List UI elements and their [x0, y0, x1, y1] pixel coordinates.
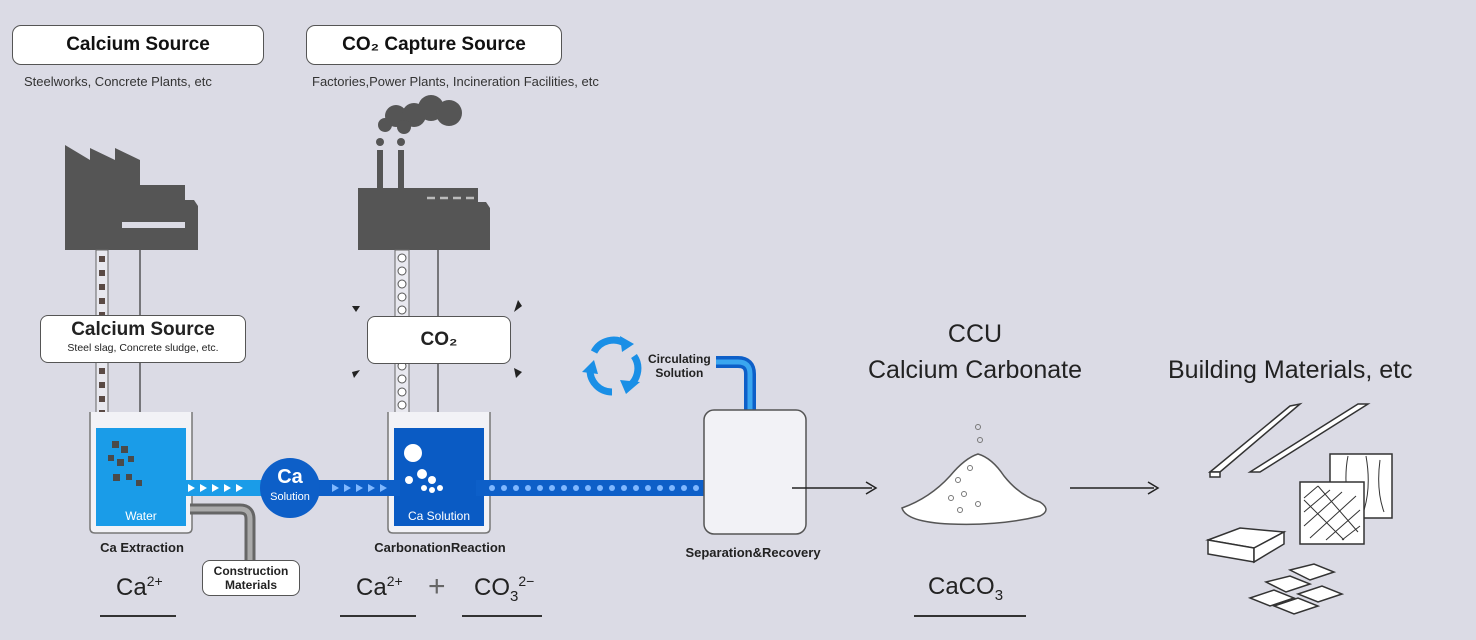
caco3-underline — [914, 615, 1026, 617]
ca-ion-base: Ca — [116, 574, 147, 601]
caco3-sub: 3 — [994, 586, 1004, 604]
carbonate-formula: CO32− — [474, 573, 534, 605]
ca-solution-symbol: Ca — [277, 466, 303, 488]
extraction-tank-label: Water — [125, 509, 157, 523]
extraction-tank — [89, 412, 193, 534]
building-materials-icon — [1205, 402, 1393, 615]
carbonate-underline — [462, 615, 542, 617]
ca-ion-formula-2: Ca2+ — [356, 573, 403, 602]
circulating-line1: Circulating — [648, 352, 711, 366]
construction-materials-box: Construction Materials — [202, 560, 300, 596]
ca-solution-label: Solution — [270, 491, 310, 503]
circulating-pipe — [716, 356, 756, 412]
ca-solution-pipe — [178, 480, 270, 496]
calcium-carbonate-title: Calcium Carbonate — [868, 356, 1082, 384]
plus-sign: + — [428, 570, 446, 603]
ca-ion-charge: 2+ — [146, 573, 163, 589]
circulating-solution-label: Circulating Solution — [648, 352, 711, 380]
ca-ion-formula: Ca2+ — [116, 573, 163, 602]
co2-sparkle-marks — [352, 300, 522, 378]
co2-capture-source-label: CO₂ Capture Source — [306, 25, 562, 65]
separation-tank — [703, 409, 807, 535]
calcium-source-subtitle: Steelworks, Concrete Plants, etc — [24, 74, 212, 89]
co2-input-box: CO₂ — [367, 316, 511, 364]
power-plant-factory-icon — [358, 95, 490, 250]
calcium-material-box: Calcium Source Steel slag, Concrete slud… — [40, 315, 246, 363]
flow-arrows — [792, 481, 1160, 495]
caco3-base: CaCO — [928, 573, 995, 600]
carbonation-caption: CarbonationReaction — [374, 540, 506, 555]
carbonate-base: CO — [474, 574, 510, 601]
ca-solution-circle — [260, 458, 320, 518]
separation-caption: Separation&Recovery — [685, 545, 821, 560]
circulating-line2: Solution — [655, 366, 704, 380]
carbonation-tank — [387, 412, 491, 534]
ca-extraction-caption: Ca Extraction — [100, 540, 184, 555]
carbonate-pipe — [476, 480, 706, 496]
ca-ion-base-2: Ca — [356, 574, 387, 601]
steelworks-factory-icon — [65, 145, 198, 250]
ca-ion-underline-2 — [340, 615, 416, 617]
ca-ion-charge-2: 2+ — [386, 573, 403, 589]
ca-ion-underline — [100, 615, 176, 617]
ca-solution-to-tank-pipe — [310, 480, 400, 496]
co2-capture-source-subtitle: Factories,Power Plants, Incineration Fac… — [312, 74, 599, 89]
carbonate-sub: 3 — [510, 587, 519, 605]
carbonation-tank-label: Ca Solution — [407, 509, 471, 523]
ccu-title: CCU — [947, 320, 1003, 348]
construction-line2: Materials — [224, 578, 278, 592]
calcium-source-label: Calcium Source — [12, 25, 264, 65]
caco3-formula: CaCO3 — [928, 573, 1003, 604]
carbonate-charge: 2− — [518, 573, 535, 589]
calcium-material-detail: Steel slag, Concrete sludge, etc. — [67, 342, 219, 354]
calcium-carbonate-pile-icon — [901, 424, 1047, 526]
calcium-material-title: Calcium Source — [71, 319, 215, 340]
building-materials-title: Building Materials, etc — [1168, 356, 1413, 384]
construction-line1: Construction — [213, 564, 289, 578]
